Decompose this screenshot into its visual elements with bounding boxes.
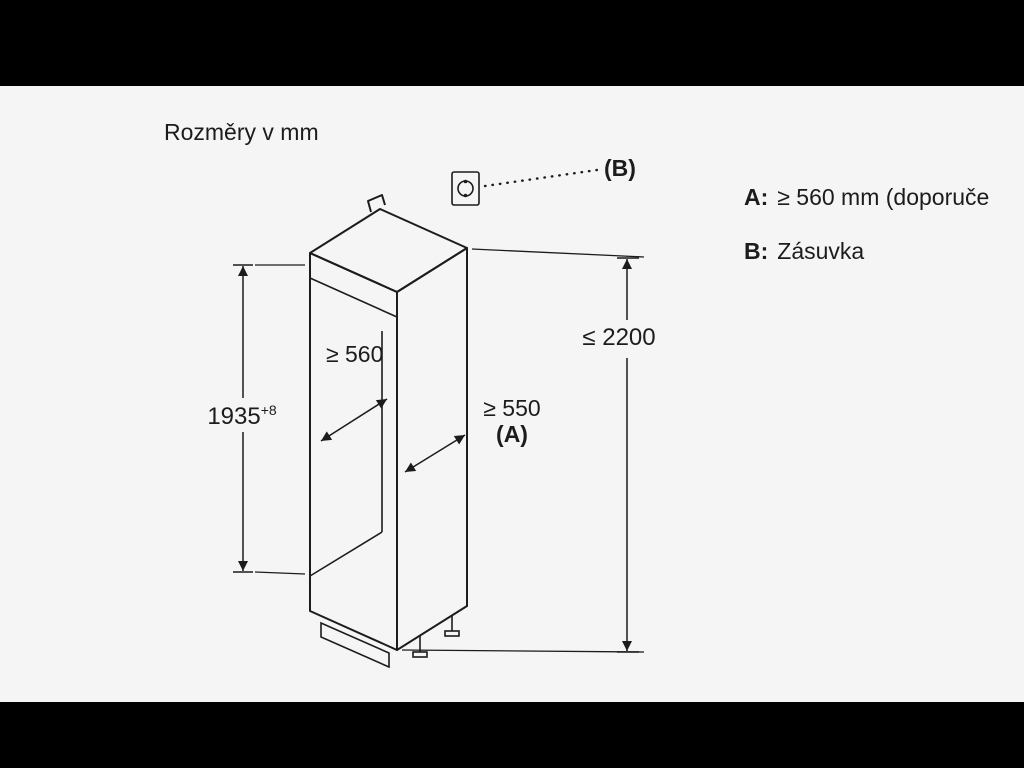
depth-arrow-wall: [404, 434, 466, 473]
depth-arrow-inner: [320, 398, 388, 442]
legend-a-value: ≥ 560 mm (doporuče: [777, 184, 990, 210]
inner-depth-label: ≥ 560: [326, 341, 384, 367]
socket-leader-dotted-line: [483, 168, 599, 188]
dim-niche-height-line: [233, 264, 253, 573]
niche-height-label: 1935+8: [182, 402, 302, 431]
dimension-drawing: [233, 168, 645, 669]
niche-height-tolerance: +8: [260, 402, 277, 418]
dim-total-height-line: [617, 257, 639, 653]
extension-lines: [254, 248, 645, 653]
legend-b-value: Zásuvka: [777, 238, 865, 264]
socket-ref-label: (B): [604, 155, 636, 181]
letterbox-top-bar: [0, 0, 1024, 86]
letterbox-bottom-bar: [0, 702, 1024, 768]
niche-height-value: 1935: [207, 403, 261, 430]
total-height-label: ≤ 2200: [582, 324, 656, 351]
legend-b-key: B:: [744, 238, 769, 264]
power-socket-icon: [451, 171, 480, 206]
top-notch: [367, 194, 386, 213]
legend-item-b: B: Zásuvka: [744, 238, 864, 265]
diagram-canvas: Rozměry v mm (B) ≤ 2200 1935+8 ≥ 560 ≥ 5…: [0, 86, 1024, 702]
wall-depth-ref: (A): [496, 420, 528, 447]
wall-depth-value: ≥ 550: [483, 395, 541, 421]
legend-item-a: A: ≥ 560 mm (doporuče: [744, 184, 989, 211]
niche-interior: [309, 277, 398, 577]
wall-depth-label: ≥ 550 (A): [468, 395, 556, 448]
plinth: [320, 621, 390, 669]
adjustable-feet: [412, 616, 460, 658]
diagram-title: Rozměry v mm: [164, 119, 319, 145]
cabinet-outline: [309, 194, 468, 651]
legend-a-key: A:: [744, 184, 769, 210]
